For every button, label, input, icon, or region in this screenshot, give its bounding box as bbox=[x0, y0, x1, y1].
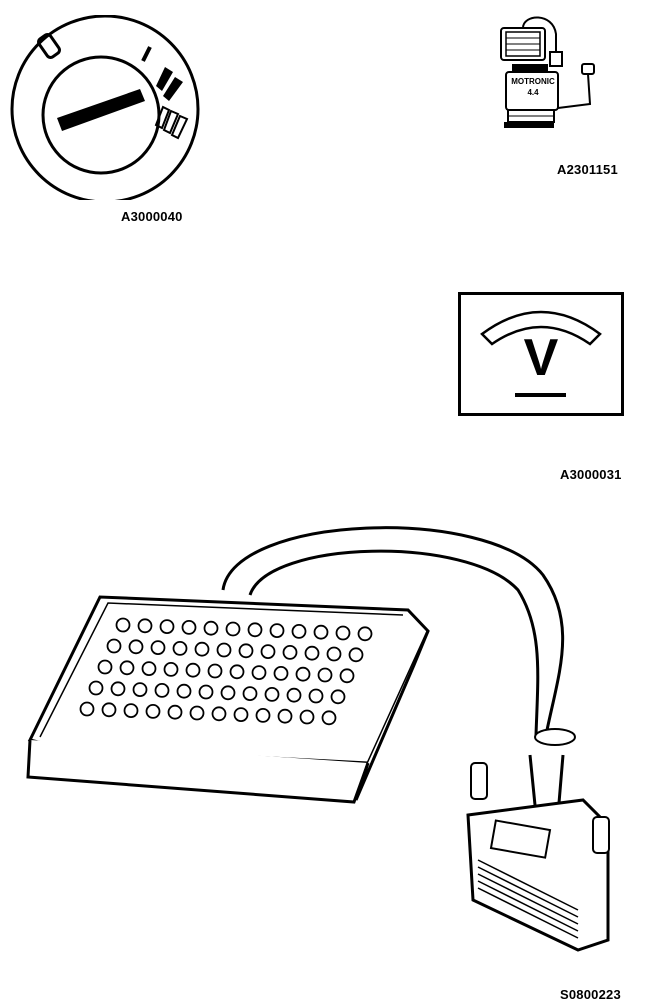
socket-hole bbox=[330, 689, 346, 705]
socket-hole bbox=[273, 665, 289, 681]
socket-grid bbox=[79, 617, 373, 726]
socket-hole bbox=[159, 619, 175, 634]
socket-hole bbox=[317, 667, 333, 683]
socket-hole bbox=[79, 701, 95, 717]
socket-hole bbox=[277, 708, 293, 724]
socket-hole bbox=[101, 702, 117, 718]
socket-hole bbox=[185, 662, 201, 678]
socket-hole bbox=[123, 703, 139, 719]
socket-hole bbox=[251, 665, 267, 681]
socket-hole bbox=[304, 645, 320, 661]
socket-hole bbox=[198, 684, 214, 700]
socket-hole bbox=[128, 639, 144, 655]
socket-hole bbox=[141, 661, 157, 677]
socket-hole bbox=[137, 618, 153, 634]
socket-hole bbox=[106, 638, 122, 654]
socket-hole bbox=[335, 625, 351, 641]
socket-hole bbox=[238, 643, 254, 659]
motronic-label-line1: MOTRONIC bbox=[511, 77, 555, 86]
ignition-switch-figure bbox=[5, 15, 205, 200]
socket-hole bbox=[339, 668, 355, 684]
socket-hole bbox=[299, 709, 315, 725]
socket-hole bbox=[181, 620, 197, 635]
socket-hole bbox=[247, 622, 263, 638]
socket-hole bbox=[189, 705, 205, 721]
socket-hole bbox=[203, 620, 219, 636]
socket-hole bbox=[211, 706, 227, 722]
motronic-control-unit-icon bbox=[500, 16, 595, 128]
socket-hole bbox=[119, 660, 135, 676]
socket-hole bbox=[115, 617, 131, 633]
socket-hole bbox=[194, 641, 210, 657]
breakout-box-caption: S0800223 bbox=[560, 987, 621, 1002]
ignition-switch-icon bbox=[10, 15, 200, 200]
socket-hole bbox=[163, 661, 179, 677]
voltmeter-symbol: V bbox=[523, 329, 559, 387]
socket-hole bbox=[313, 624, 329, 640]
breakout-box-icon bbox=[26, 526, 610, 952]
socket-hole bbox=[88, 680, 104, 696]
socket-hole bbox=[220, 685, 236, 701]
socket-hole bbox=[282, 644, 298, 660]
socket-hole bbox=[233, 707, 249, 723]
voltmeter-figure: V bbox=[458, 292, 624, 416]
socket-hole bbox=[326, 646, 342, 662]
socket-hole bbox=[291, 624, 307, 639]
socket-hole bbox=[216, 642, 232, 658]
motronic-label-line2: 4.4 bbox=[527, 88, 539, 97]
ignition-switch-caption: A3000040 bbox=[121, 209, 183, 224]
socket-hole bbox=[110, 681, 126, 697]
breakout-box-figure bbox=[18, 515, 623, 960]
socket-hole bbox=[269, 623, 285, 638]
voltmeter-icon bbox=[458, 292, 624, 416]
socket-hole bbox=[264, 686, 280, 702]
socket-hole bbox=[229, 664, 245, 680]
socket-hole bbox=[255, 707, 271, 723]
socket-hole bbox=[260, 644, 276, 660]
socket-hole bbox=[145, 703, 161, 719]
socket-hole bbox=[348, 647, 364, 663]
socket-hole bbox=[97, 659, 113, 675]
socket-hole bbox=[132, 682, 148, 698]
socket-hole bbox=[308, 688, 324, 704]
socket-hole bbox=[154, 682, 170, 698]
socket-hole bbox=[321, 710, 337, 726]
socket-hole bbox=[225, 621, 241, 637]
socket-hole bbox=[357, 626, 373, 642]
voltmeter-caption: A3000031 bbox=[560, 467, 622, 482]
socket-hole bbox=[150, 640, 166, 656]
motronic-figure: MOTRONIC 4.4 bbox=[498, 14, 608, 136]
socket-hole bbox=[172, 640, 188, 656]
socket-hole bbox=[242, 686, 258, 702]
motronic-caption: A2301151 bbox=[557, 162, 618, 177]
socket-hole bbox=[207, 663, 223, 679]
socket-hole bbox=[286, 687, 302, 703]
socket-hole bbox=[176, 683, 192, 699]
socket-hole bbox=[167, 704, 183, 720]
socket-hole bbox=[295, 666, 311, 682]
